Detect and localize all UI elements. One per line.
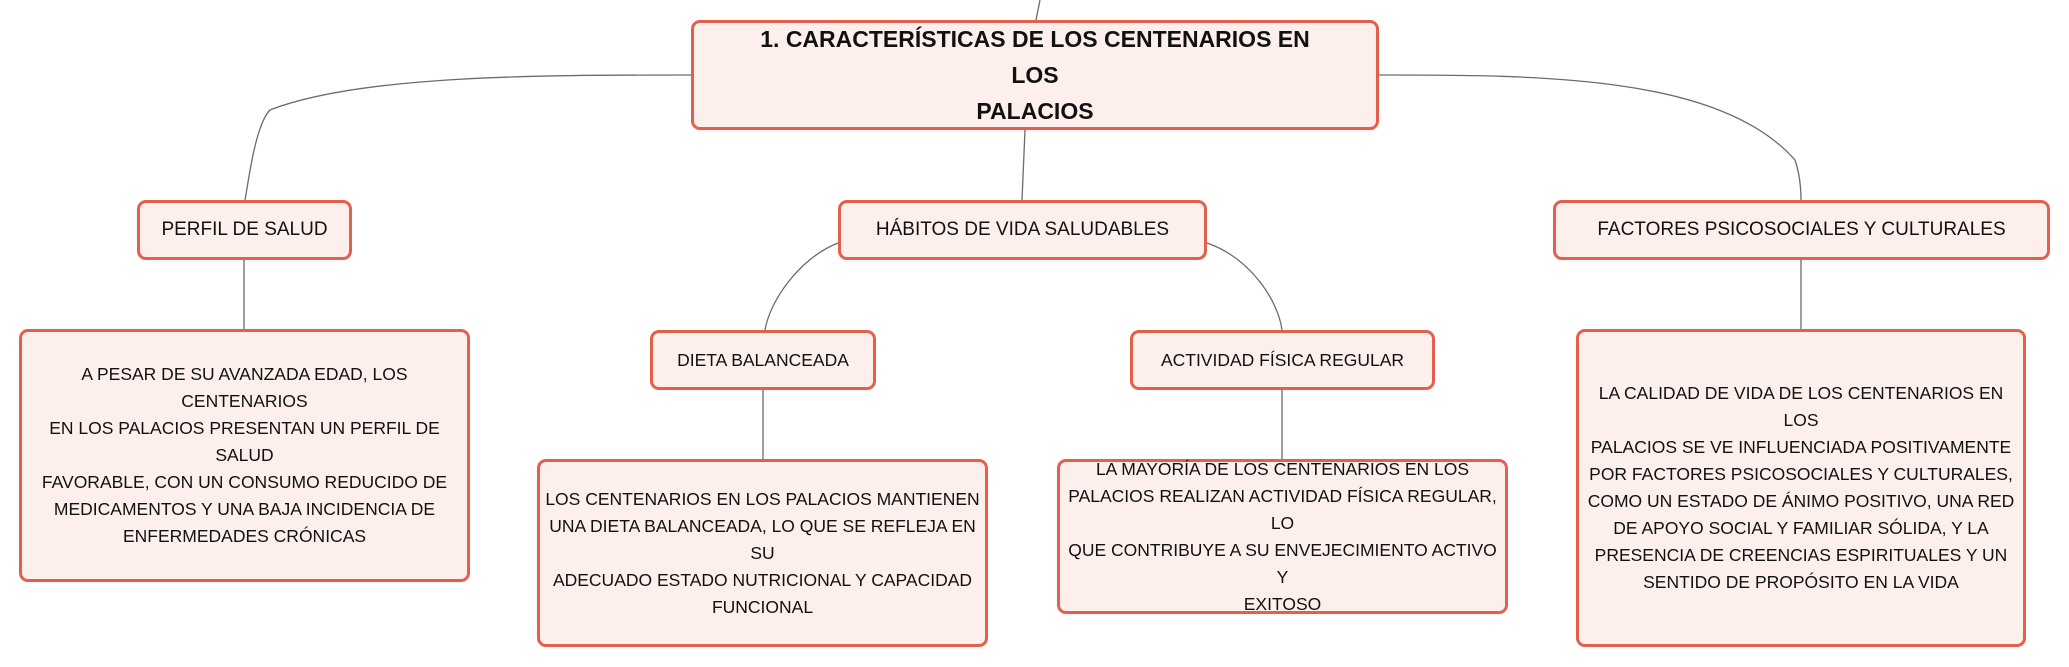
topic-perfil-label: PERFIL DE SALUD: [161, 219, 328, 240]
detail-line: SENTIDO DE PROPÓSITO EN LA VIDA: [1643, 572, 1959, 592]
topic-habitos-label: HÁBITOS DE VIDA SALUDABLES: [875, 219, 1170, 240]
detail-line: POR FACTORES PSICOSOCIALES Y CULTURALES,: [1589, 464, 2013, 484]
detail-dieta-balanceada[interactable]: LOS CENTENARIOS EN LOS PALACIOS MANTIENE…: [537, 459, 988, 647]
connector-root-to-perfil: [244, 74, 692, 201]
detail-line: FUNCIONAL: [711, 596, 814, 617]
subtopic-actividad-label: ACTIVIDAD FÍSICA REGULAR: [1160, 349, 1405, 370]
detail-line: PALACIOS REALIZAN ACTIVIDAD FÍSICA REGUL…: [1068, 485, 1497, 533]
detail-line: LOS CENTENARIOS EN LOS PALACIOS MANTIENE…: [545, 488, 980, 509]
detail-actividad-fisica[interactable]: LA MAYORÍA DE LOS CENTENARIOS EN LOS PAL…: [1057, 459, 1508, 614]
detail-line: LA MAYORÍA DE LOS CENTENARIOS EN LOS: [1095, 458, 1470, 479]
subtopic-dieta-balanceada[interactable]: DIETA BALANCEADA: [650, 330, 876, 390]
connector-root-to-factores: [1378, 74, 1802, 201]
root-topic-node[interactable]: 1. CARACTERÍSTICAS DE LOS CENTENARIOS EN…: [691, 20, 1379, 130]
connector-habitos-to-actividad: [1206, 242, 1283, 331]
subtopic-actividad-fisica[interactable]: ACTIVIDAD FÍSICA REGULAR: [1130, 330, 1435, 390]
connector-root-to-habitos: [1021, 129, 1026, 201]
connector-root-incoming: [1035, 0, 1041, 21]
subtopic-dieta-label: DIETA BALANCEADA: [677, 349, 849, 370]
detail-line: ADECUADO ESTADO NUTRICIONAL Y CAPACIDAD: [552, 569, 973, 590]
detail-line: LA CALIDAD DE VIDA DE LOS CENTENARIOS EN…: [1598, 383, 2004, 430]
detail-line: EXITOSO: [1243, 593, 1322, 614]
detail-line: ENFERMEDADES CRÓNICAS: [122, 526, 367, 546]
detail-line: DE APOYO SOCIAL Y FAMILIAR SÓLIDA, Y LA: [1613, 518, 1989, 538]
detail-line: UNA DIETA BALANCEADA, LO QUE SE REFLEJA …: [549, 515, 976, 563]
detail-line: PRESENCIA DE CREENCIAS ESPIRITUALES Y UN: [1594, 545, 2008, 565]
detail-line: MEDICAMENTOS Y UNA BAJA INCIDENCIA DE: [53, 499, 436, 519]
connector-habitos-to-dieta: [764, 242, 839, 331]
root-title-line-1: 1. CARACTERÍSTICAS DE LOS CENTENARIOS EN…: [760, 26, 1310, 88]
detail-perfil-de-salud[interactable]: A PESAR DE SU AVANZADA EDAD, LOS CENTENA…: [19, 329, 470, 582]
detail-line: QUE CONTRIBUYE A SU ENVEJECIMIENTO ACTIV…: [1068, 539, 1497, 587]
detail-line: PALACIOS SE VE INFLUENCIADA POSITIVAMENT…: [1590, 437, 2012, 457]
detail-line: FAVORABLE, CON UN CONSUMO REDUCIDO DE: [41, 472, 448, 492]
detail-line: EN LOS PALACIOS PRESENTAN UN PERFIL DE S…: [49, 418, 440, 465]
detail-line: A PESAR DE SU AVANZADA EDAD, LOS CENTENA…: [81, 364, 408, 411]
topic-habitos-de-vida[interactable]: HÁBITOS DE VIDA SALUDABLES: [838, 200, 1207, 260]
topic-factores-psicosociales[interactable]: FACTORES PSICOSOCIALES Y CULTURALES: [1553, 200, 2050, 260]
topic-perfil-de-salud[interactable]: PERFIL DE SALUD: [137, 200, 352, 260]
topic-factores-label: FACTORES PSICOSOCIALES Y CULTURALES: [1597, 219, 2006, 240]
root-title-line-2: PALACIOS: [976, 98, 1094, 124]
detail-line: COMO UN ESTADO DE ÁNIMO POSITIVO, UNA RE…: [1587, 491, 2015, 511]
detail-factores-psicosociales[interactable]: LA CALIDAD DE VIDA DE LOS CENTENARIOS EN…: [1576, 329, 2026, 647]
